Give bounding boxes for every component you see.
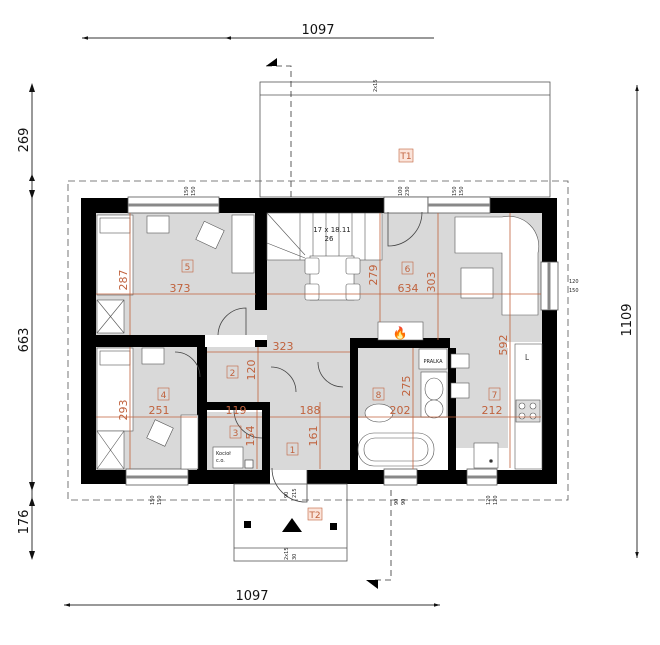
top-dimension: 1097 [82,23,434,40]
room-tags: 5 6 4 2 3 1 8 7 [157,259,501,456]
stairs: 17 x 18.11 26 [266,212,383,261]
bottom-dimension: 1097 [64,589,440,607]
svg-text:188: 188 [300,404,321,417]
dining-set [304,255,361,301]
svg-text:323: 323 [273,340,294,353]
svg-text:303: 303 [425,272,438,293]
living-furniture: 🔥 [377,215,540,341]
svg-text:287: 287 [117,270,130,291]
svg-text:150: 150 [569,288,579,294]
svg-text:c.o.: c.o. [216,458,225,464]
svg-text:230: 230 [405,186,411,196]
washing-machine-label: PRALKA [423,359,443,365]
windows [125,196,559,486]
interior-walls [95,212,456,470]
svg-text:592: 592 [497,335,510,356]
boiler-room: Kocioł c.o. [212,446,254,469]
bathroom-fixtures: PRALKA [357,348,448,467]
svg-text:120: 120 [486,495,492,505]
svg-text:2x15: 2x15 [284,547,290,560]
svg-text:293: 293 [117,400,130,421]
terrace-t2: T2 2x15 30 90 215 [233,483,348,562]
doors [174,211,423,503]
entrance-arrow-icon [282,518,302,532]
svg-text:150: 150 [184,186,190,196]
exterior-walls [81,198,557,484]
room-dimension-labels: 373 287 634 279 303 592 212 251 293 323 … [117,265,510,447]
svg-text:150: 150 [452,186,458,196]
room-6-tag: 6 [405,265,411,275]
svg-text:120: 120 [493,495,499,505]
svg-text:120: 120 [245,360,258,381]
left-bottom-label: 176 [17,510,32,535]
svg-text:90: 90 [394,499,400,505]
svg-text:212: 212 [482,404,503,417]
left-middle-label: 663 [17,328,32,353]
bedroom-furniture [96,214,255,470]
stairs-count: 26 [325,235,334,243]
svg-text:154: 154 [244,426,257,447]
terrace-t1: 2x15 T1 [259,79,551,198]
section-marker-bottom [366,490,392,589]
svg-text:100: 100 [398,186,404,196]
room-4-tag: 4 [161,391,167,401]
svg-text:251: 251 [149,404,170,417]
svg-text:30: 30 [292,554,298,560]
room-1-tag: 1 [290,446,296,456]
roof-outline [67,180,569,501]
bottom-width-label: 1097 [235,589,268,604]
svg-text:202: 202 [390,404,411,417]
kitchen-fixtures: L [450,343,543,470]
room-3-tag: 3 [233,429,239,439]
svg-text:90: 90 [401,499,407,505]
stairs-spec: 17 x 18.11 [313,226,351,234]
section-marker-top [266,58,292,200]
room-5-tag: 5 [185,263,191,273]
svg-text:161: 161 [307,426,320,447]
svg-text:119: 119 [226,404,247,417]
top-width-label: 1097 [301,23,334,38]
svg-text:275: 275 [400,376,413,397]
terrace-t2-label: T2 [308,511,320,521]
svg-text:120: 120 [569,279,579,285]
left-dimensions: 269 663 176 [17,83,35,560]
svg-text:Kocioł: Kocioł [216,451,231,457]
svg-text:150: 150 [191,186,197,196]
terrace-t1-label: T1 [399,152,411,162]
room-2-tag: 2 [230,369,236,379]
left-top-label: 269 [17,128,32,153]
svg-text:634: 634 [398,282,419,295]
svg-text:150: 150 [150,495,156,505]
svg-text:279: 279 [367,265,380,286]
right-height-label: 1109 [620,303,635,336]
room-7-tag: 7 [492,391,498,401]
right-dimension: 1109 [620,85,639,558]
room-8-tag: 8 [376,391,382,401]
fridge-label: L [525,353,529,362]
room-dimensions [96,213,541,469]
window-labels: 150 150 100 230 150 150 120 150 150 150 … [150,186,579,505]
t1-stair-note: 2x15 [373,79,379,92]
svg-text:373: 373 [170,282,191,295]
svg-text:90: 90 [284,492,290,498]
svg-text:150: 150 [157,495,163,505]
svg-text:150: 150 [459,186,465,196]
svg-text:215: 215 [292,488,298,498]
fireplace-icon: 🔥 [393,326,408,340]
